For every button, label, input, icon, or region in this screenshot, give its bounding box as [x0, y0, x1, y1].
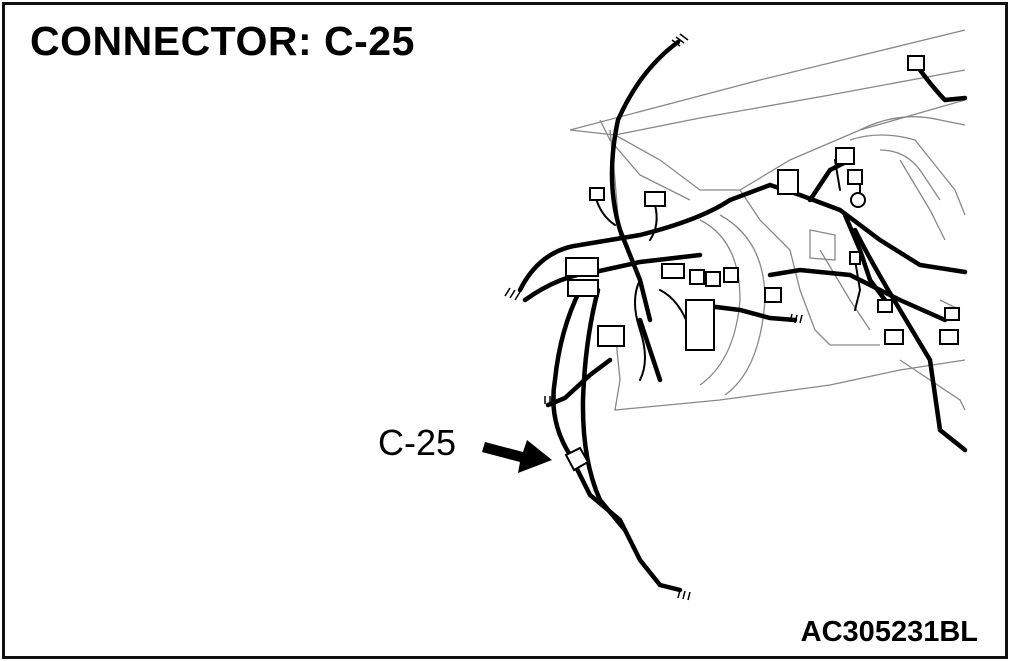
relay-box: [685, 299, 715, 351]
connector-block: [939, 329, 959, 345]
connector-block: [847, 169, 863, 185]
connector-block: [764, 287, 782, 303]
connector-block: [661, 263, 685, 279]
connectors: [564, 55, 960, 472]
connector-block: [884, 329, 904, 345]
grommet: [850, 192, 866, 208]
connector-block: [835, 147, 855, 165]
diagram-title: CONNECTOR: C-25: [30, 18, 415, 64]
connector-c25: [564, 446, 590, 472]
wire-ends: [504, 33, 803, 601]
connector-block: [944, 307, 960, 321]
connector-block: [907, 55, 925, 71]
dashboard-outline: [569, 29, 966, 411]
connector-block: [705, 271, 721, 287]
callout-label: C-25: [378, 422, 457, 463]
figure-id: AC305231BL: [800, 616, 978, 648]
connector-block: [849, 251, 861, 265]
harness-wires: [517, 39, 968, 593]
connector-block: [589, 187, 605, 201]
callout-arrow: [482, 440, 552, 473]
connector-block: [565, 257, 599, 277]
connector-block: [777, 169, 799, 195]
connector-block: [689, 269, 705, 285]
connector-block: [877, 299, 893, 313]
connector-block: [644, 191, 666, 207]
connector-block: [597, 325, 625, 347]
connector-block: [723, 267, 739, 283]
connector-block: [567, 279, 599, 297]
